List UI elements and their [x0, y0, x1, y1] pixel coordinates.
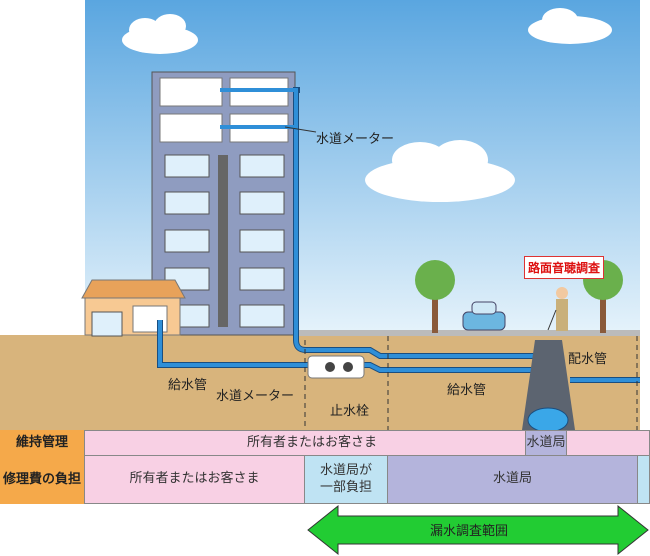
house [81, 279, 186, 337]
distribution-main [522, 340, 575, 430]
meter-upper-label: 水道メーター [316, 132, 395, 147]
stop-valve-label: 止水栓 [330, 404, 370, 419]
repair-cost-header: 修理費の負担 [0, 456, 85, 504]
maintenance-owner: 所有者またはお客さま [246, 434, 377, 450]
repair-partial: 水道局が 一部負担 [305, 456, 388, 504]
maintenance-header: 維持管理 [0, 430, 85, 456]
maintenance-bureau: 水道局 [525, 431, 567, 455]
repair-edge-cell [638, 456, 650, 504]
boundary-lines [304, 336, 638, 430]
car [462, 301, 506, 331]
distribution-main-opening [527, 407, 569, 433]
supply-pipe-left-label: 給水管 [168, 378, 208, 393]
supply-pipe-right-label: 給水管 [447, 383, 487, 398]
survey-label: 路面音聴調査 [524, 256, 605, 279]
distribution-pipe-label: 配水管 [568, 352, 608, 367]
survey-person [547, 287, 568, 331]
clouds [122, 8, 612, 202]
survey-range-label: 漏水調査範囲 [430, 524, 509, 539]
repair-owner: 所有者またはお客さま [85, 456, 305, 504]
repair-bureau: 水道局 [388, 456, 638, 504]
meter-lower-label: 水道メーター [216, 389, 295, 404]
apartment-building [151, 71, 296, 336]
road [298, 330, 640, 336]
meter-box [307, 355, 365, 379]
survey-range-arrow [307, 504, 649, 556]
